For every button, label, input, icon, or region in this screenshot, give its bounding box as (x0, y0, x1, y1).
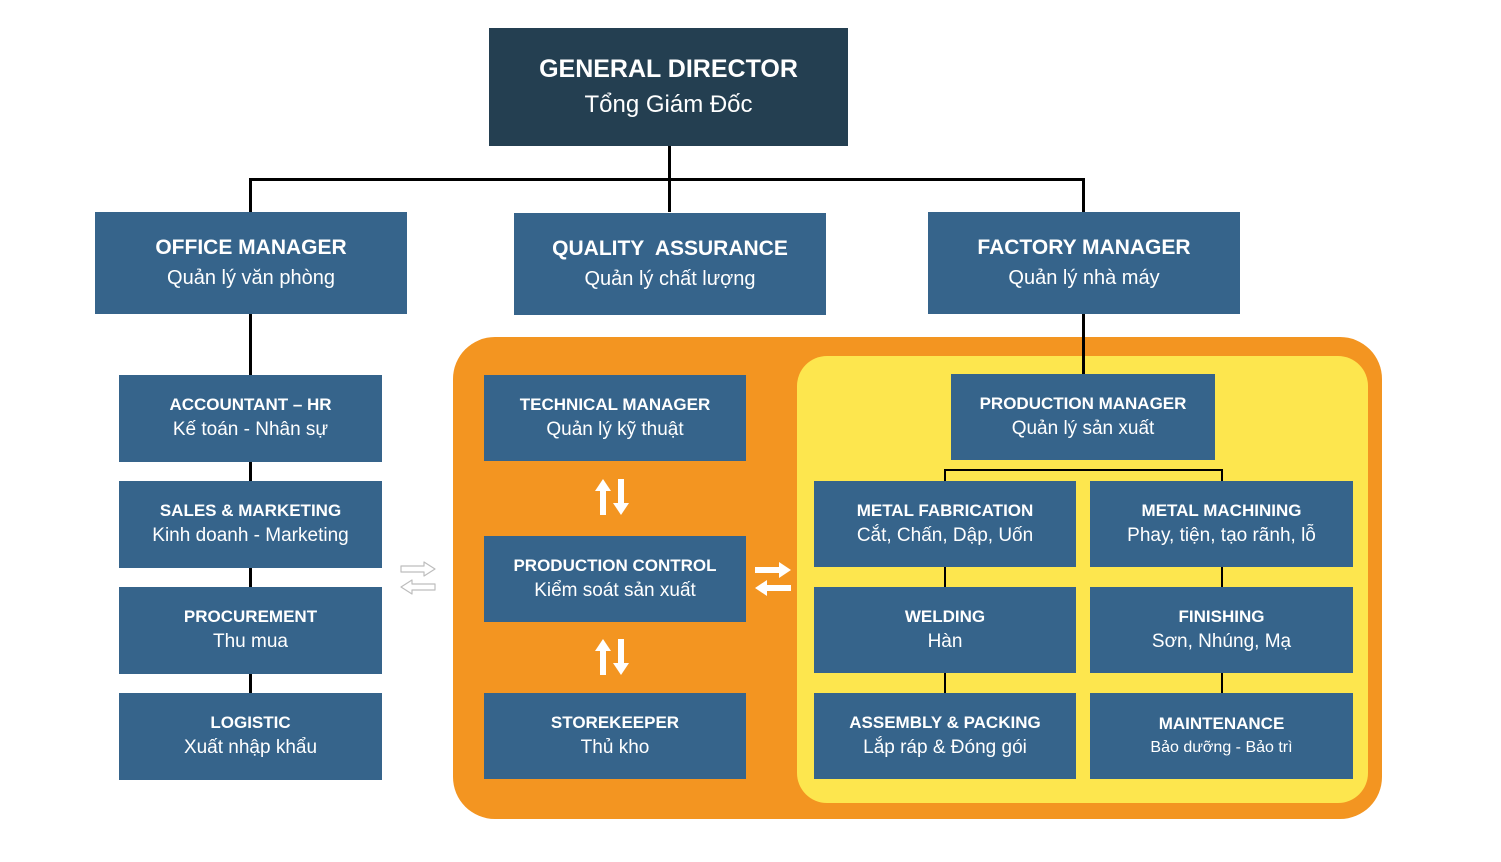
metal-fabrication-subtitle: Cắt, Chấn, Dập, Uốn (856, 524, 1034, 546)
procurement-title: PROCUREMENT (183, 607, 318, 627)
finishing-subtitle: Sơn, Nhúng, Mạ (1151, 630, 1292, 652)
sales-marketing-box: SALES & MARKETING Kinh doanh - Marketing (119, 481, 382, 568)
production-control-box: PRODUCTION CONTROL Kiểm soát sản xuất (484, 536, 746, 622)
assembly-packing-subtitle: Lắp ráp & Đóng gói (863, 736, 1027, 758)
connector-factory-drop (1082, 178, 1085, 213)
accountant-hr-box: ACCOUNTANT – HR Kế toán - Nhân sự (119, 375, 382, 462)
factory-manager-subtitle: Quản lý nhà máy (1008, 266, 1160, 289)
accountant-hr-subtitle: Kế toán - Nhân sự (172, 419, 329, 441)
welding-box: WELDING Hàn (814, 587, 1076, 673)
left-right-arrows-outline-icon (400, 561, 436, 595)
connector-left-drop (944, 469, 946, 481)
left-right-arrows-icon (755, 562, 791, 596)
procurement-subtitle: Thu mua (213, 631, 288, 653)
maintenance-subtitle: Bảo dưỡng - Bảo trì (1150, 738, 1293, 756)
production-manager-box: PRODUCTION MANAGER Quản lý sản xuất (951, 374, 1215, 460)
accountant-hr-title: ACCOUNTANT – HR (169, 395, 332, 415)
production-control-title: PRODUCTION CONTROL (513, 555, 717, 575)
metal-fabrication-title: METAL FABRICATION (856, 500, 1034, 520)
storekeeper-box: STOREKEEPER Thủ kho (484, 693, 746, 779)
general-director-box: GENERAL DIRECTOR Tổng Giám Đốc (489, 28, 848, 146)
metal-fabrication-box: METAL FABRICATION Cắt, Chấn, Dập, Uốn (814, 481, 1076, 567)
connector-production-bar (944, 469, 1223, 471)
maintenance-title: MAINTENANCE (1158, 714, 1285, 734)
factory-manager-title: FACTORY MANAGER (977, 236, 1191, 260)
metal-machining-title: METAL MACHINING (1141, 500, 1302, 520)
logistic-title: LOGISTIC (210, 713, 291, 733)
production-control-subtitle: Kiểm soát sản xuất (534, 579, 696, 601)
quality-assurance-subtitle: Quản lý chất lượng (584, 267, 756, 290)
sales-marketing-title: SALES & MARKETING (159, 501, 342, 521)
maintenance-box: MAINTENANCE Bảo dưỡng - Bảo trì (1090, 693, 1353, 779)
assembly-packing-title: ASSEMBLY & PACKING (849, 712, 1041, 732)
general-director-subtitle: Tổng Giám Đốc (584, 91, 753, 119)
general-director-title: GENERAL DIRECTOR (539, 54, 798, 83)
technical-manager-subtitle: Quản lý kỹ thuật (546, 418, 684, 440)
storekeeper-title: STOREKEEPER (550, 712, 680, 732)
up-down-arrows-icon (595, 639, 629, 675)
logistic-subtitle: Xuất nhập khẩu (183, 737, 318, 759)
sales-marketing-subtitle: Kinh doanh - Marketing (152, 525, 349, 547)
production-manager-title: PRODUCTION MANAGER (979, 393, 1187, 413)
storekeeper-subtitle: Thủ kho (580, 736, 650, 758)
metal-machining-box: METAL MACHINING Phay, tiện, tạo rãnh, lỗ (1090, 481, 1353, 567)
connector-manager-bar (249, 178, 1085, 181)
connector-right-drop (1221, 469, 1223, 481)
factory-manager-box: FACTORY MANAGER Quản lý nhà máy (928, 212, 1240, 314)
office-manager-subtitle: Quản lý văn phòng (167, 266, 335, 289)
production-manager-subtitle: Quản lý sản xuất (1011, 417, 1155, 439)
welding-title: WELDING (904, 606, 986, 626)
logistic-box: LOGISTIC Xuất nhập khẩu (119, 693, 382, 780)
technical-manager-title: TECHNICAL MANAGER (519, 394, 711, 414)
technical-manager-box: TECHNICAL MANAGER Quản lý kỹ thuật (484, 375, 746, 461)
finishing-box: FINISHING Sơn, Nhúng, Mạ (1090, 587, 1353, 673)
metal-machining-subtitle: Phay, tiện, tạo rãnh, lỗ (1127, 524, 1316, 546)
connector-office-drop (249, 178, 252, 213)
quality-assurance-title: QUALITY ASSURANCE (552, 237, 788, 261)
office-manager-box: OFFICE MANAGER Quản lý văn phòng (95, 212, 407, 314)
office-manager-title: OFFICE MANAGER (155, 236, 347, 260)
assembly-packing-box: ASSEMBLY & PACKING Lắp ráp & Đóng gói (814, 693, 1076, 779)
up-down-arrows-icon (595, 479, 629, 515)
connector-factory-production (1082, 314, 1085, 375)
welding-subtitle: Hàn (927, 630, 963, 652)
finishing-title: FINISHING (1178, 606, 1265, 626)
procurement-box: PROCUREMENT Thu mua (119, 587, 382, 674)
quality-assurance-box: QUALITY ASSURANCE Quản lý chất lượng (514, 213, 826, 315)
